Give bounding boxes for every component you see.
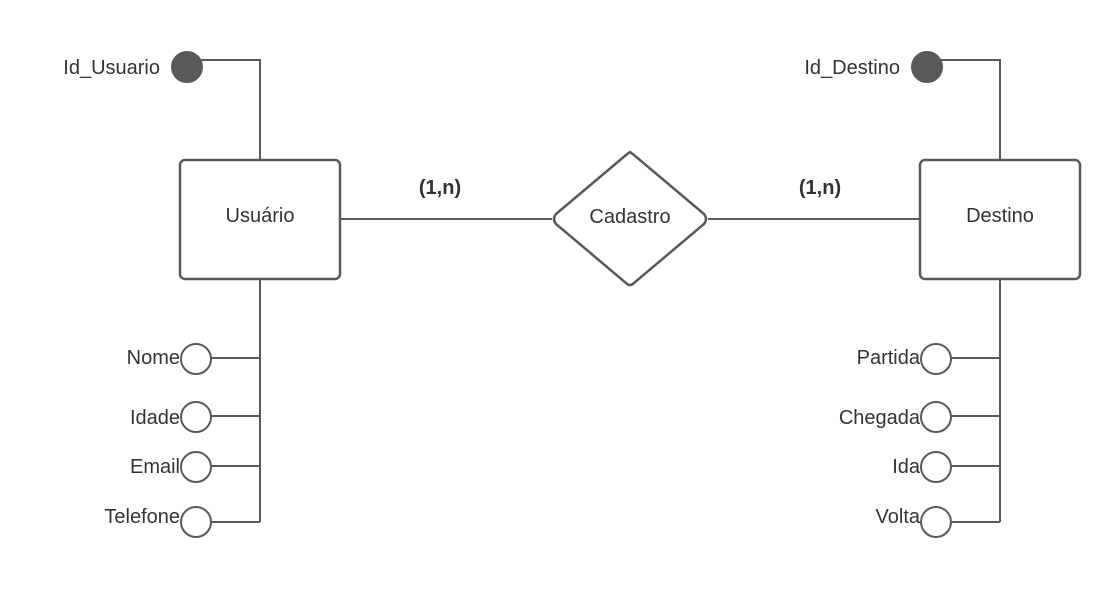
attr-dot-ida[interactable] (920, 451, 952, 483)
destino-key-label: Id_Destino (804, 57, 900, 79)
attr-label-partida: Partida (857, 347, 921, 369)
cardinality-right: (1,n) (799, 177, 841, 199)
usuario-key-line (187, 59, 261, 160)
attr-dot-partida[interactable] (920, 343, 952, 375)
attr-dot-nome[interactable] (180, 343, 212, 375)
attr-dot-volta[interactable] (920, 506, 952, 538)
entity-destino-box[interactable] (918, 158, 1082, 281)
usuario-key-label: Id_Usuario (63, 57, 160, 79)
entity-usuario-box[interactable] (178, 158, 342, 281)
entity-usuario-label: Usuário (226, 205, 295, 227)
attr-label-volta: Volta (876, 506, 921, 528)
destino-key-dot[interactable] (911, 51, 943, 83)
attr-dot-telefone[interactable] (180, 506, 212, 538)
attr-label-idade: Idade (130, 407, 180, 429)
attr-dot-idade[interactable] (180, 401, 212, 433)
entity-destino[interactable]: Destino (918, 158, 1082, 281)
attr-label-telefone: Telefone (104, 506, 180, 528)
relationship-cadastro[interactable]: Cadastro (552, 150, 708, 287)
attr-dot-chegada[interactable] (920, 401, 952, 433)
entity-destino-label: Destino (966, 205, 1034, 227)
attr-label-nome: Nome (127, 347, 180, 369)
attr-label-email: Email (130, 456, 180, 478)
destino-key-line (927, 59, 1001, 160)
attr-label-ida: Ida (892, 456, 921, 478)
relationship-label: Cadastro (589, 206, 670, 228)
entity-usuario[interactable]: Usuário (178, 158, 342, 281)
relationship-diamond[interactable] (552, 150, 708, 287)
attr-label-chegada: Chegada (839, 407, 921, 429)
attr-dot-email[interactable] (180, 451, 212, 483)
cardinality-left: (1,n) (419, 177, 461, 199)
usuario-key-dot[interactable] (171, 51, 203, 83)
